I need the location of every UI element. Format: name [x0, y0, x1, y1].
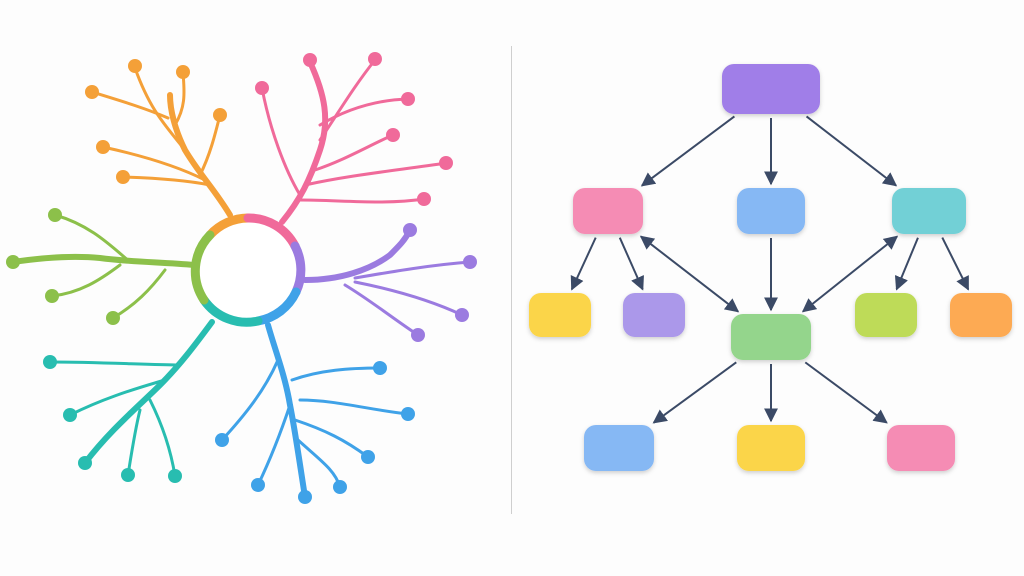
leaf-node: [403, 223, 417, 237]
leaf-node: [298, 490, 312, 504]
leaf-node: [48, 208, 62, 222]
edge-l1-right-to-hub: [801, 235, 899, 313]
leaf-node: [401, 92, 415, 106]
leaf-node: [176, 65, 190, 79]
leaf-node: [215, 433, 229, 447]
right-branch: [302, 227, 472, 337]
flowchart-nodes: [529, 64, 1012, 471]
left-branch: [10, 213, 198, 320]
leaf-node: [463, 255, 477, 269]
leaf-node: [78, 456, 92, 470]
leaf-node: [401, 407, 415, 421]
panel-divider: [511, 46, 512, 514]
leaf-node: [43, 355, 57, 369]
node-l2-purple-left: [623, 293, 685, 337]
leaf-node: [303, 53, 317, 67]
node-box: [584, 425, 654, 471]
flowchart: [529, 64, 1012, 471]
leaf-node: [168, 469, 182, 483]
edge-l1-left-to-l2-yellow-left: [570, 237, 597, 291]
top-left-branch: [90, 66, 233, 218]
leaf-node: [373, 361, 387, 375]
node-box: [529, 293, 591, 337]
node-l1-right: [892, 188, 966, 234]
node-l3-blue: [584, 425, 654, 471]
node-box: [573, 188, 643, 234]
node-box: [737, 425, 805, 471]
leaf-node: [368, 52, 382, 66]
edge-l1-left-to-hub: [639, 235, 740, 313]
leaf-node: [386, 128, 400, 142]
edge-l1-right-to-l2-green-right: [894, 237, 919, 291]
node-root: [722, 64, 820, 114]
node-box: [737, 188, 805, 234]
leaf-node: [255, 81, 269, 95]
leaf-node: [128, 59, 142, 73]
leaf-node: [251, 478, 265, 492]
leaf-node: [455, 308, 469, 322]
node-l2-green-right: [855, 293, 917, 337]
node-box: [623, 293, 685, 337]
leaf-node: [106, 311, 120, 325]
node-l2-yellow-left: [529, 293, 591, 337]
leaf-node: [116, 170, 130, 184]
node-box: [950, 293, 1012, 337]
edge-hub-to-l3-blue: [652, 361, 737, 424]
node-l1-middle: [737, 188, 805, 234]
leaf-node: [63, 408, 77, 422]
leaf-node: [6, 255, 20, 269]
edge-hub-to-l3-pink: [804, 361, 888, 424]
node-box: [855, 293, 917, 337]
leaf-node: [439, 156, 453, 170]
node-hub: [731, 314, 811, 360]
edge-root-to-l1-left: [640, 115, 735, 187]
edge-l1-right-to-l2-orange-right: [941, 237, 970, 291]
leaf-node: [85, 85, 99, 99]
mind-map: [6, 52, 477, 504]
bottom-left-branch: [48, 319, 215, 478]
flowchart-edges: [570, 115, 970, 424]
node-box: [887, 425, 955, 471]
node-box: [892, 188, 966, 234]
edge-l1-left-to-l2-purple-left: [618, 237, 644, 291]
leaf-node: [213, 108, 227, 122]
center-node: [190, 213, 306, 327]
top-right-branch: [260, 58, 448, 225]
bottom-right-branch: [220, 322, 410, 500]
node-l3-pink: [887, 425, 955, 471]
node-l2-orange-right: [950, 293, 1012, 337]
leaf-node: [333, 480, 347, 494]
leaf-node: [45, 289, 59, 303]
leaf-node: [411, 328, 425, 342]
node-box: [731, 314, 811, 360]
leaf-node: [121, 468, 135, 482]
leaf-node: [361, 450, 375, 464]
leaf-node: [96, 140, 110, 154]
node-l1-left: [573, 188, 643, 234]
node-box: [722, 64, 820, 114]
node-l3-yellow: [737, 425, 805, 471]
edge-root-to-l1-right: [805, 115, 898, 187]
leaf-node: [417, 192, 431, 206]
